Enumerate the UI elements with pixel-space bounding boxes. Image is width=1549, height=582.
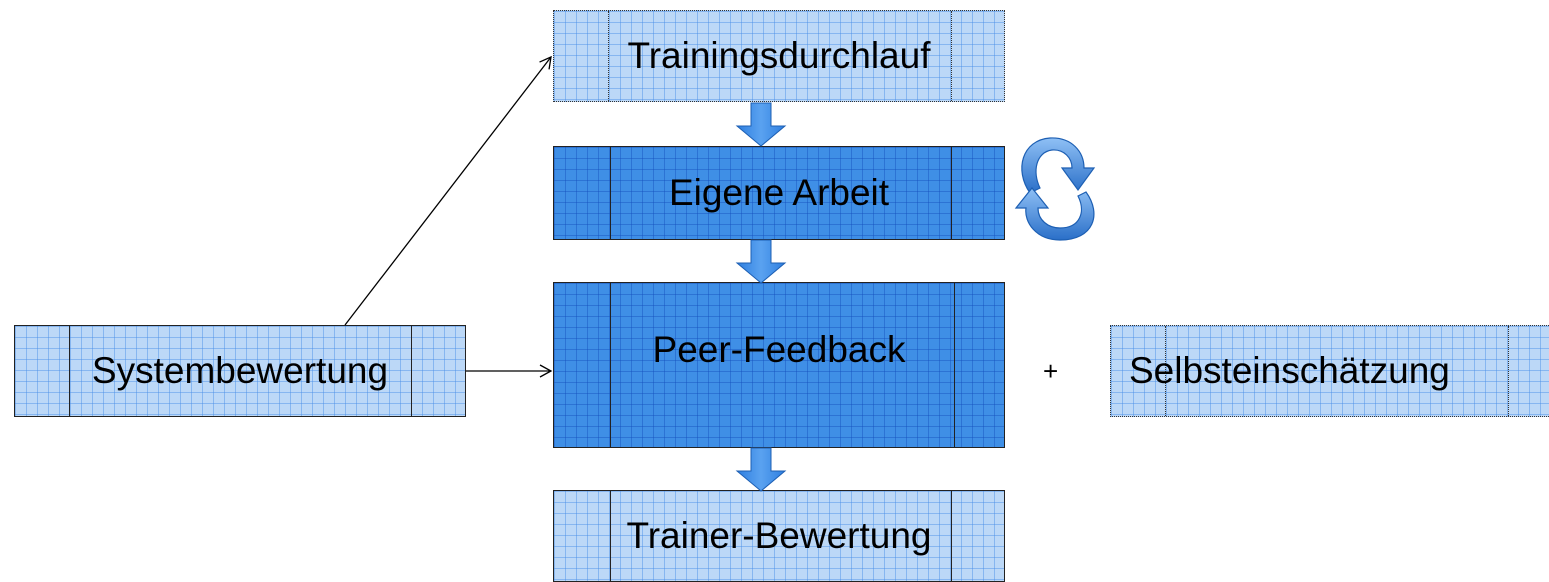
- node-system-rating: Systembewertung: [14, 325, 466, 417]
- node-label: Eigene Arbeit: [668, 172, 890, 213]
- node-label: Trainingsdurchlauf: [627, 35, 931, 76]
- node-training-run: Trainingsdurchlauf: [553, 10, 1005, 102]
- node-label: Systembewertung: [91, 350, 389, 391]
- node-peer-feedback: Peer-Feedback: [553, 282, 1005, 448]
- circular-arrows-icon: [1014, 137, 1096, 241]
- down-arrow-icon: [735, 102, 787, 147]
- node-self-assessment: Selbsteinschätzung: [1110, 325, 1549, 417]
- node-trainer-rating: Trainer-Bewertung: [553, 490, 1005, 582]
- down-arrow-icon: [735, 239, 787, 284]
- down-arrow-icon: [735, 447, 787, 492]
- connector-system-to-training: [344, 55, 552, 326]
- node-label: Peer-Feedback: [652, 329, 906, 370]
- node-own-work: Eigene Arbeit: [553, 146, 1005, 240]
- node-label: Trainer-Bewertung: [626, 515, 932, 556]
- node-label: Selbsteinschätzung: [1129, 350, 1450, 391]
- plus-sign: +: [1043, 356, 1059, 386]
